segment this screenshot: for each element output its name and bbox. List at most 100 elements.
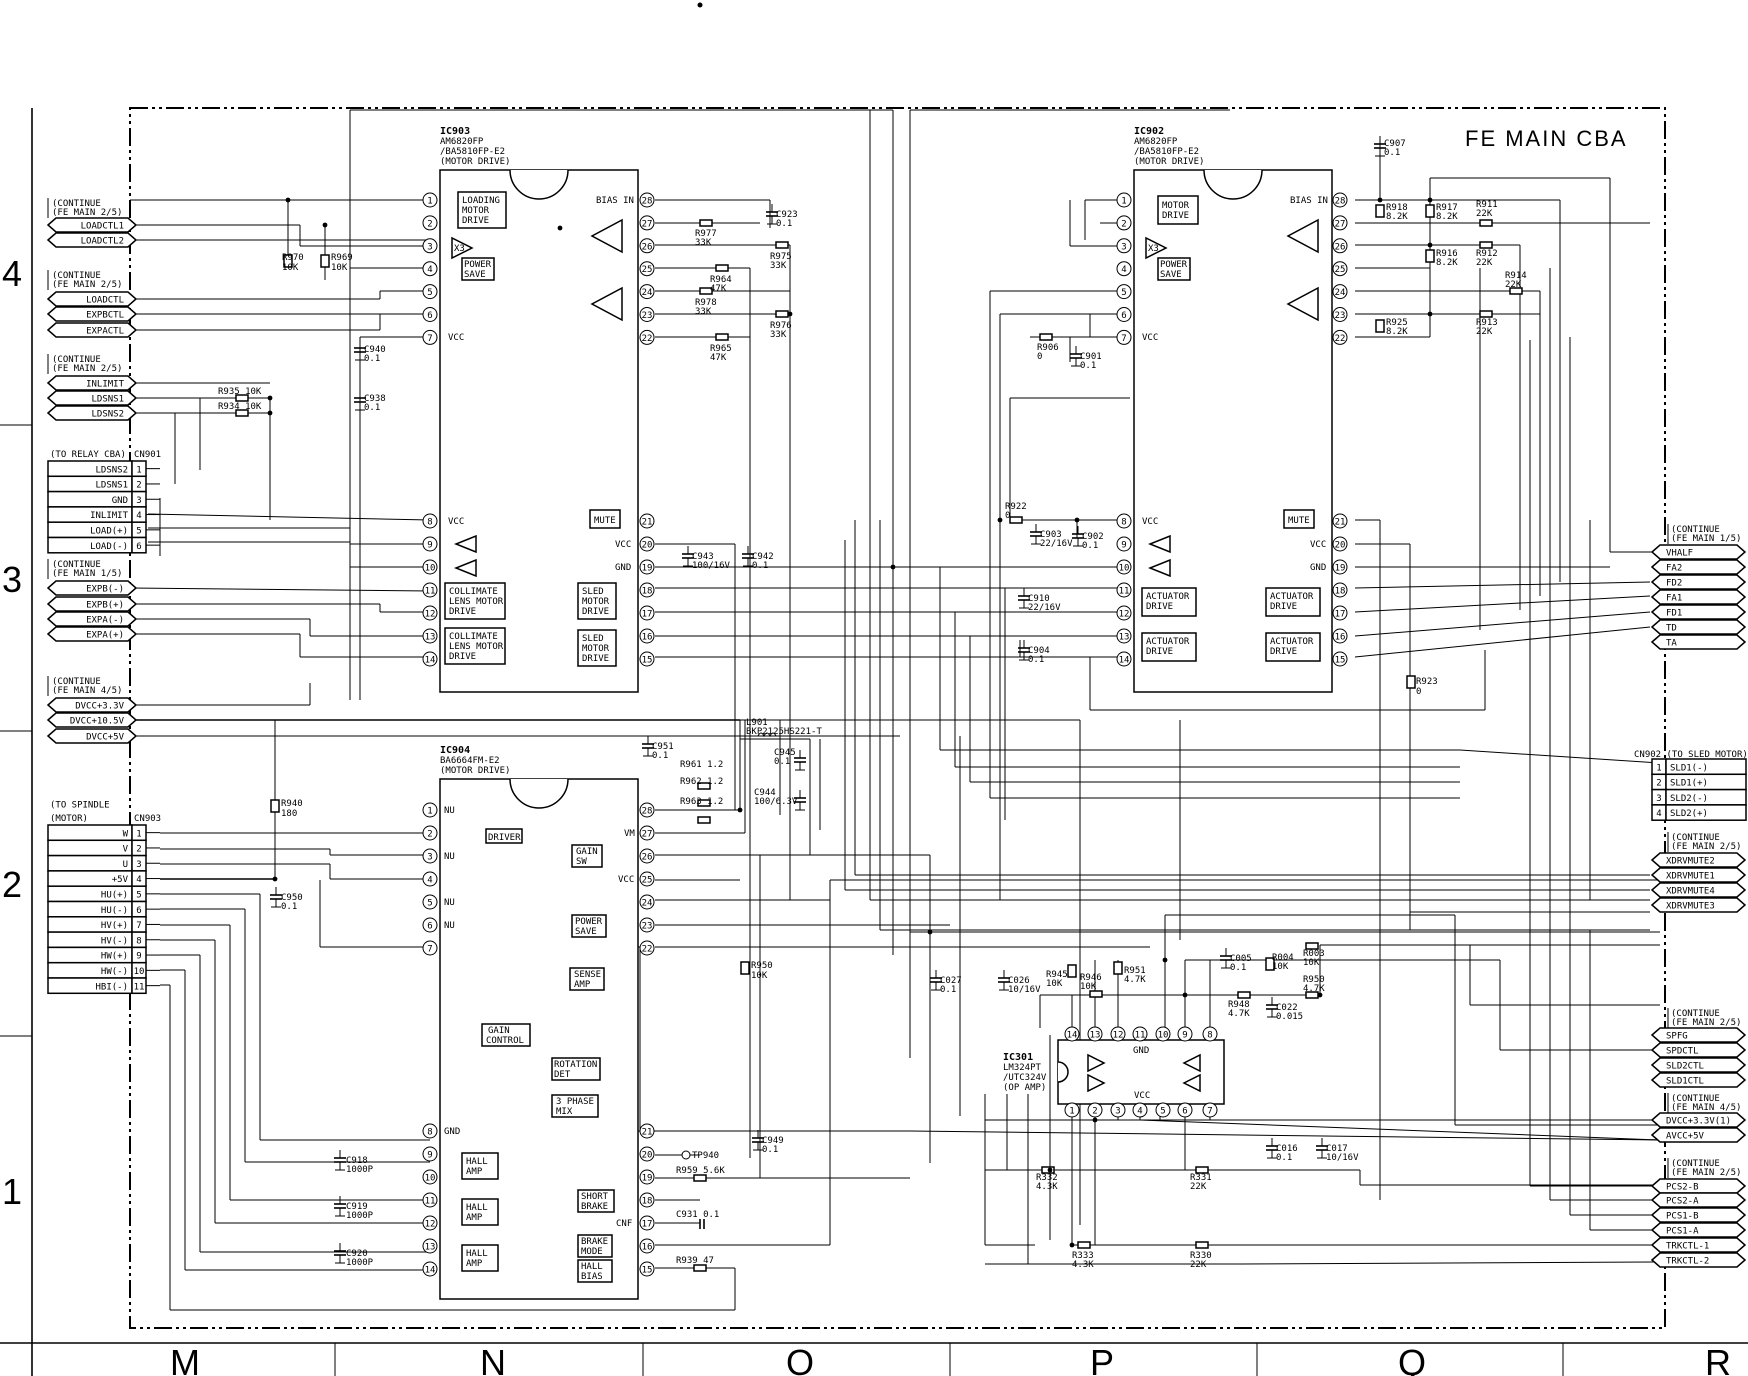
c904-val: 0.1 [1028, 655, 1044, 665]
ic903: IC903 AM6820FP /BA5810FP-E2 (MOTOR DRIVE… [422, 126, 655, 693]
junction-dot [1069, 1242, 1075, 1248]
ic902-pin-number: 23 [1335, 311, 1346, 321]
ic904-pin-22 [639, 940, 655, 956]
ic904-part: BA6664FM-E2 [440, 756, 500, 766]
r950b-ref: R950 [751, 961, 773, 971]
l901-ref: L901 [746, 718, 768, 728]
ic904-rot-1: ROTATION [554, 1060, 597, 1070]
r917-val: 8.2K [1436, 212, 1458, 222]
c918-val: 1000P [346, 1165, 374, 1175]
ic301-pin-number: 2 [1092, 1107, 1097, 1117]
ic301-vcc: VCC [1134, 1091, 1150, 1101]
ic301-pin-8 [1202, 1026, 1218, 1042]
ic904-nu1: NU [444, 806, 455, 816]
ic902-pin-6 [1116, 307, 1132, 322]
cn901-pin-number: 3 [136, 496, 141, 506]
ic904-pin-number: 3 [427, 853, 432, 863]
c950-val: 0.1 [281, 902, 297, 912]
cn901-pin-name: LDSNS2 [95, 465, 128, 475]
cn901-pin-name: GND [112, 496, 128, 506]
ic904-gc-1: GAIN [488, 1026, 510, 1036]
cn903-pin-name: +5V [112, 875, 129, 885]
l901-val: BKP2125HS221-T [746, 727, 822, 737]
cn903-pin-row [47, 839, 133, 857]
grid-col-m: M [170, 1342, 200, 1376]
ic902-pin-number: 7 [1121, 334, 1126, 344]
right-port-fa2-label: FA2 [1666, 564, 1682, 574]
ic301-pin-number: 11 [1135, 1031, 1146, 1041]
ic301-pin-number: 10 [1158, 1031, 1169, 1041]
ic903-pin-8 [422, 513, 438, 529]
cn902-pin-number: 3 [1656, 794, 1661, 804]
cn902-pin-number: 1 [1656, 763, 1661, 773]
grid-row-3: 3 [2, 559, 22, 600]
cn903-pin-number: 2 [136, 845, 141, 855]
c940-val: 0.1 [364, 354, 380, 364]
right-port-fa2 [1650, 559, 1747, 575]
ic904-pin-number: 25 [642, 876, 653, 886]
ic903-sled2-2: MOTOR [582, 644, 610, 654]
r969-ref: R969 [331, 253, 353, 263]
ic903-mute: MUTE [594, 516, 616, 526]
ic903-biasin: BIAS IN [596, 196, 634, 206]
ic902-act4-2: DRIVE [1270, 647, 1297, 657]
ic903-pin-number: 16 [642, 633, 653, 643]
ic903-ps-1: POWER [464, 260, 492, 270]
cn903-pin-number: 10 [134, 967, 145, 977]
ic903-pin-number: 19 [642, 564, 653, 574]
cn903-pin-number: 7 [136, 921, 141, 931]
right-port-spdctl-label: SPDCTL [1666, 1047, 1699, 1057]
cn902-pin-name: SLD1(-) [1670, 763, 1708, 773]
ic902-vcc7: VCC [1142, 333, 1158, 343]
ic903-pin-10 [422, 559, 438, 575]
right-port-ta-label: TA [1666, 639, 1677, 649]
left-port-loadctl1-label: LOADCTL1 [81, 222, 124, 232]
ic902-pin-1 [1116, 192, 1132, 208]
ic903-pin-number: 4 [427, 265, 432, 275]
ic904-pin-10 [422, 1169, 438, 1185]
ic904-pin-number: 6 [427, 922, 432, 932]
ic902-pin-number: 2 [1121, 219, 1126, 229]
right-port-trkctl-2-label: TRKCTL-2 [1666, 1257, 1709, 1267]
ic902-pin-number: 18 [1335, 587, 1346, 597]
right-group-header: (CONTINUE [1671, 525, 1720, 535]
left-port-expa--label: EXPA(-) [86, 616, 124, 626]
junction-dot [1427, 242, 1433, 248]
ic904-pin-15 [639, 1261, 655, 1277]
left-port-dvcc-3-3v [46, 697, 138, 713]
right-port-dvcc-3-3v-1--label: DVCC+3.3V(1) [1666, 1117, 1731, 1127]
r916-val: 8.2K [1436, 258, 1458, 268]
ic902-pin-number: 20 [1335, 541, 1346, 551]
ic904-pin-number: 28 [642, 807, 653, 817]
right-group-header: (CONTINUE [1671, 833, 1720, 843]
ic902-pin-number: 3 [1121, 242, 1126, 252]
ic903-vcc20: VCC [615, 540, 631, 550]
r962: R962 1.2 [680, 777, 723, 787]
c016-ref: C016 [1276, 1144, 1298, 1154]
ic904-bm-1: BRAKE [581, 1237, 608, 1247]
left-port-expa--label: EXPA(+) [86, 631, 124, 641]
right-group-header: (CONTINUE [1671, 1159, 1720, 1169]
ic904-nu5: NU [444, 898, 455, 908]
cn901-pin-number: 1 [136, 465, 141, 475]
r965-val: 47K [710, 353, 727, 363]
left-port-inlimit [46, 375, 138, 391]
ic903-pin-number: 3 [427, 242, 432, 252]
r004-ref: R004 [1272, 953, 1294, 963]
right-port-avcc-5v [1650, 1127, 1747, 1143]
right-port-fa1 [1650, 589, 1747, 605]
ic902-act2-1: ACTUATOR [1146, 637, 1190, 647]
ic904-pin-8 [422, 1123, 438, 1139]
ic904-pin-2 [422, 825, 438, 841]
passives: R970 10K R969 10K R935 10K R934 10K R977… [218, 136, 1527, 1272]
grid-row-1: 1 [2, 1171, 22, 1212]
r925-val: 8.2K [1386, 327, 1408, 337]
r976-val: 33K [770, 330, 787, 340]
ic904-func: (MOTOR DRIVE) [440, 766, 510, 776]
ic904-pin-23 [639, 917, 655, 933]
ic904-hb-1: HALL [581, 1262, 603, 1272]
r977-val: 33K [695, 238, 712, 248]
right-port-groups: (CONTINUE(FE MAIN 1/5)VHALFFA2FD2FA1FD1T… [1650, 524, 1747, 1268]
ic902-pin-28 [1332, 192, 1348, 208]
